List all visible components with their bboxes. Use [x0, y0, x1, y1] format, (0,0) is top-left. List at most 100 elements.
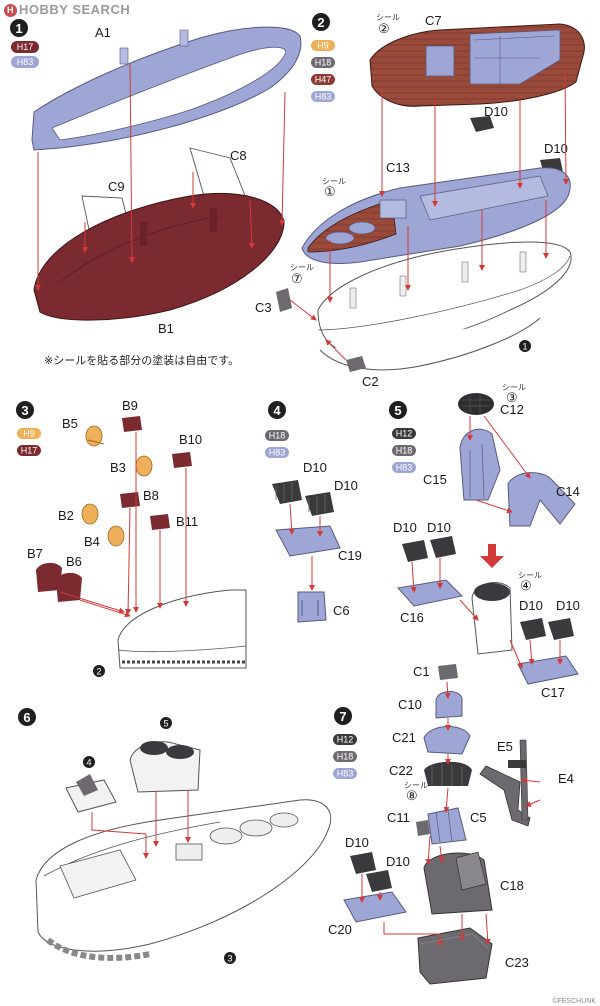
part-label: D10 [334, 478, 358, 493]
swatch-code: H12 [337, 735, 354, 745]
part-d10-piece [470, 116, 494, 132]
part-label: C8 [230, 148, 247, 163]
part-label: D10 [303, 460, 327, 475]
down-arrow-icon [480, 544, 504, 568]
part-c13-main-deck [301, 167, 571, 264]
part-c2-piece [346, 356, 366, 372]
part-label: B4 [84, 534, 100, 549]
paint-swatch: H17 [17, 445, 41, 456]
part-c12-cap [458, 393, 494, 415]
paint-swatch: H9 [17, 428, 41, 439]
part-label: C2 [362, 374, 379, 389]
part-d10-piece [366, 870, 392, 892]
watermark-text: HOBBY SEARCH [19, 2, 131, 17]
part-label: C16 [400, 610, 424, 625]
swatch-code: H18 [396, 446, 413, 456]
step-3: 3 H9 H17 B9 B5 B10 B3 B8 B2 B11 B4 B7 B6… [16, 398, 247, 677]
paint-note: ※シールを貼る部分の塗装は自由です。 [44, 354, 240, 367]
step-number: 2 [317, 15, 324, 30]
paint-swatch: H18 [311, 57, 335, 68]
part-label: B6 [66, 554, 82, 569]
part-label: C3 [255, 300, 272, 315]
part-label: C12 [500, 402, 524, 417]
part-c18-bridge [423, 851, 493, 915]
part-b6-piece [56, 572, 82, 602]
step-badge: 3 [16, 401, 34, 419]
ref-number: 3 [227, 954, 232, 964]
part-label: C19 [338, 548, 362, 563]
part-label: C11 [387, 810, 410, 825]
part-turret-assembly [65, 774, 117, 813]
part-c21-piece [423, 726, 471, 755]
step-number: 4 [273, 403, 281, 418]
step-5: 5 H12 H18 H83 シール ③ C12 C15 C14 D10 D10 … [389, 383, 580, 700]
part-c3-piece [276, 288, 292, 312]
credit-text: ©FESCHUNK [552, 998, 596, 1005]
swatch-code: H83 [337, 769, 354, 779]
part-label: B2 [58, 508, 74, 523]
part-label: C13 [386, 160, 410, 175]
seal-number: ② [378, 21, 390, 36]
part-d10-piece [520, 618, 546, 640]
step-badge: 4 [268, 401, 286, 419]
step-number: 7 [339, 709, 346, 724]
ref-badge: 2 [93, 665, 105, 677]
part-hull-section [117, 589, 247, 669]
step-badge: 2 [312, 13, 330, 31]
part-funnel-assembly [129, 741, 201, 793]
part-label: C22 [389, 763, 413, 778]
part-label: C6 [333, 603, 350, 618]
swatch-code: H83 [315, 92, 332, 102]
step-2: 2 H9 H18 H47 H83 シール ② C7 D10 D10 C13 [255, 13, 585, 389]
step-number: 1 [15, 21, 22, 36]
part-d10-piece [350, 852, 376, 874]
part-white-hull [317, 241, 572, 371]
part-b7-piece [36, 562, 62, 592]
step-badge: 6 [18, 708, 36, 726]
part-label: B3 [110, 460, 126, 475]
step-7: 7 H12 H18 H83 C1 C10 C21 E5 E4 C22 シール ⑧… [328, 664, 574, 985]
part-b2-piece [81, 503, 99, 525]
part-c17-base [517, 655, 579, 685]
part-label: A1 [95, 25, 111, 40]
part-c7-deck [369, 23, 585, 107]
part-label: D10 [345, 835, 369, 850]
swatch-code: H17 [21, 446, 38, 456]
seal-label: シール [290, 263, 314, 272]
part-b1-lower-hull [33, 193, 285, 321]
paint-swatch: H83 [265, 447, 289, 458]
part-c22-piece [424, 761, 472, 786]
part-c19-base [275, 525, 341, 557]
seal-number: ⑧ [406, 788, 418, 803]
seal-number: ④ [520, 578, 532, 593]
step-badge: 1 [10, 19, 28, 37]
paint-swatch: H9 [311, 40, 335, 51]
part-d10-piece [548, 618, 574, 640]
part-label: C21 [392, 730, 416, 745]
part-b10-piece [172, 452, 192, 468]
part-label: C15 [423, 472, 447, 487]
paint-swatch: H12 [392, 428, 416, 439]
part-a1-hull-frame [31, 26, 302, 151]
paint-swatch: H18 [265, 430, 289, 441]
step-1: 1 H17 H83 A1 C8 C9 B1 [10, 19, 302, 336]
paint-swatch: H83 [11, 56, 39, 68]
part-c6-mount [297, 591, 327, 623]
part-label: B10 [179, 432, 202, 447]
part-label: C9 [108, 179, 125, 194]
assembly-arrows [410, 415, 563, 669]
part-d10-piece [402, 540, 428, 562]
seal-label: シール [518, 571, 542, 580]
part-label: C23 [505, 955, 529, 970]
part-b11-piece [150, 514, 170, 530]
paint-swatch: H18 [333, 751, 357, 762]
part-c1-piece [438, 664, 458, 680]
part-b5-piece [85, 425, 105, 447]
part-label: C18 [500, 878, 524, 893]
part-label: B7 [27, 546, 43, 561]
part-white-funnel [471, 582, 513, 655]
assembly-arrows [289, 69, 569, 361]
part-b9-piece [122, 416, 142, 432]
part-label: D10 [427, 520, 451, 535]
